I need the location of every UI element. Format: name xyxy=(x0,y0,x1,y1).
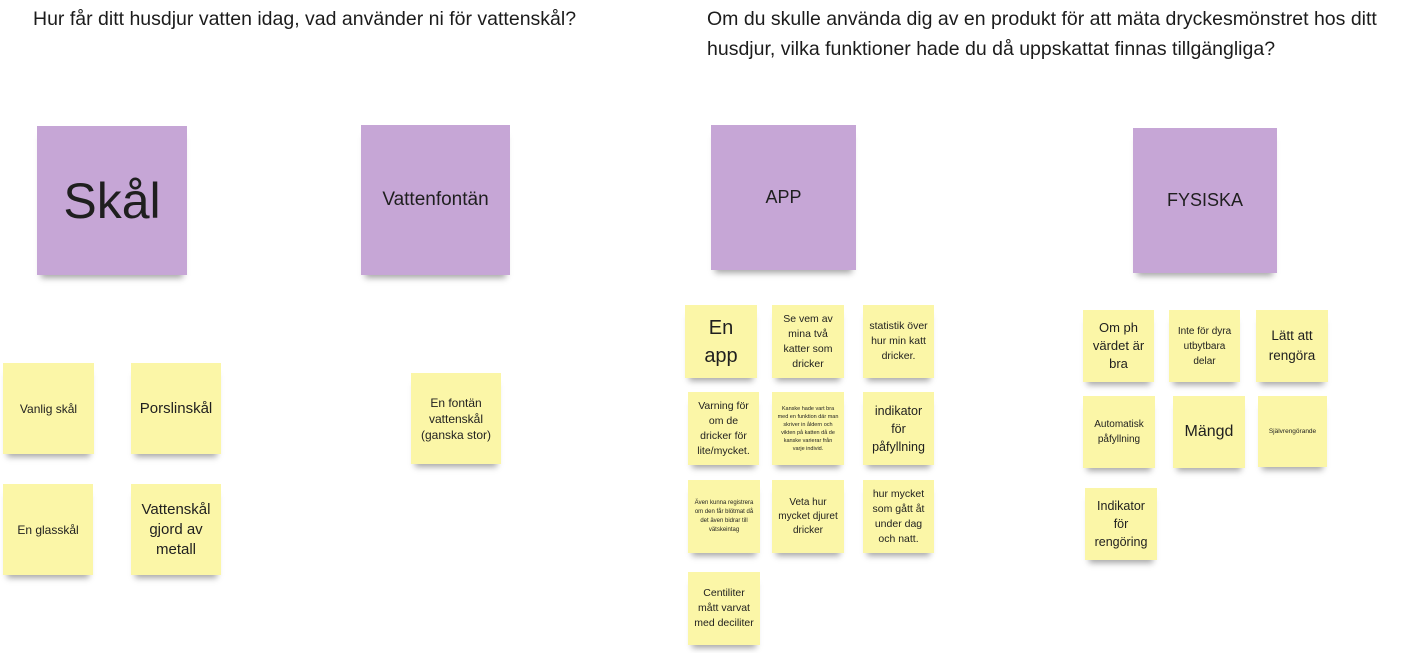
sticky-note[interactable]: Varning för om de dricker för lite/mycke… xyxy=(688,392,759,465)
sticky-note[interactable]: hur mycket som gått åt under dag och nat… xyxy=(863,480,934,553)
note-text: Mängd xyxy=(1184,423,1234,440)
header-label: APP xyxy=(765,187,802,207)
note-text: Automatisk påfyllning xyxy=(1094,419,1144,445)
note-text: Kanske hade vart bra med en funktion där… xyxy=(777,405,839,452)
header-note-vattenfontan[interactable]: Vattenfontän xyxy=(361,125,510,275)
note-text: Se vem av mina två katter som dricker xyxy=(783,312,833,370)
header-label: Vattenfontän xyxy=(382,189,489,210)
note-text: statistik över hur min katt dricker. xyxy=(869,320,928,362)
note-text: Indikator för rengöring xyxy=(1094,499,1148,549)
note-text: Porslinskål xyxy=(139,400,213,417)
header-label: Skål xyxy=(63,172,161,229)
note-text: Vattenskål gjord av metall xyxy=(141,500,211,558)
sticky-note[interactable]: Inte för dyra utbytbara delar xyxy=(1169,310,1240,382)
note-text: En glasskål xyxy=(17,522,79,537)
sticky-note[interactable]: Centiliter mått varvat med deciliter xyxy=(688,572,760,645)
note-text: hur mycket som gått åt under dag och nat… xyxy=(872,487,925,545)
note-text: Varning för om de dricker för lite/mycke… xyxy=(697,399,750,457)
sticky-note[interactable]: En glasskål xyxy=(3,484,93,575)
sticky-note[interactable]: Självrengörande xyxy=(1258,396,1327,467)
sticky-note[interactable]: Lätt att rengöra xyxy=(1256,310,1328,382)
sticky-note[interactable]: Vattenskål gjord av metall xyxy=(131,484,221,575)
note-text: Om ph värdet är bra xyxy=(1092,320,1145,371)
note-text: Självrengörande xyxy=(1268,428,1317,435)
sticky-note[interactable]: Även kunna registrera om den får blötmat… xyxy=(688,480,760,553)
sticky-note[interactable]: Indikator för rengöring xyxy=(1085,488,1157,560)
sticky-note[interactable]: Se vem av mina två katter som dricker xyxy=(772,305,844,378)
header-note-skal[interactable]: Skål xyxy=(37,126,187,275)
sticky-note[interactable]: indikator för påfyllning xyxy=(863,392,934,465)
note-text: Lätt att rengöra xyxy=(1268,328,1316,363)
note-text: Inte för dyra utbytbara delar xyxy=(1177,325,1232,367)
sticky-note[interactable]: Veta hur mycket djuret dricker xyxy=(772,480,844,553)
note-text: Även kunna registrera om den får blötmat… xyxy=(694,499,754,533)
sticky-note[interactable]: Automatisk påfyllning xyxy=(1083,396,1155,468)
header-note-app[interactable]: APP xyxy=(711,125,856,270)
header-label: FYSISKA xyxy=(1166,190,1244,210)
sticky-note[interactable]: Porslinskål xyxy=(131,363,221,454)
note-text: indikator för påfyllning xyxy=(872,403,925,454)
note-text: Veta hur mycket djuret dricker xyxy=(778,496,838,536)
note-text: Vanlig skål xyxy=(19,401,78,416)
sticky-note[interactable]: statistik över hur min katt dricker. xyxy=(863,305,934,378)
note-text: En fontän vattenskål (ganska stor) xyxy=(420,395,492,442)
header-note-fysiska[interactable]: FYSISKA xyxy=(1133,128,1277,273)
note-text: En app xyxy=(704,316,738,367)
sticky-note[interactable]: Mängd xyxy=(1173,396,1245,468)
note-text: Centiliter mått varvat med deciliter xyxy=(694,587,754,629)
question-product-features: Om du skulle använda dig av en produkt f… xyxy=(707,8,1377,60)
sticky-note[interactable]: Kanske hade vart bra med en funktion där… xyxy=(772,392,844,465)
question-water-source: Hur får ditt husdjur vatten idag, vad an… xyxy=(33,8,577,30)
sticky-note[interactable]: Om ph värdet är bra xyxy=(1083,310,1154,382)
sticky-note[interactable]: Vanlig skål xyxy=(3,363,94,454)
sticky-note[interactable]: En app xyxy=(685,305,757,378)
sticky-note[interactable]: En fontän vattenskål (ganska stor) xyxy=(411,373,501,464)
